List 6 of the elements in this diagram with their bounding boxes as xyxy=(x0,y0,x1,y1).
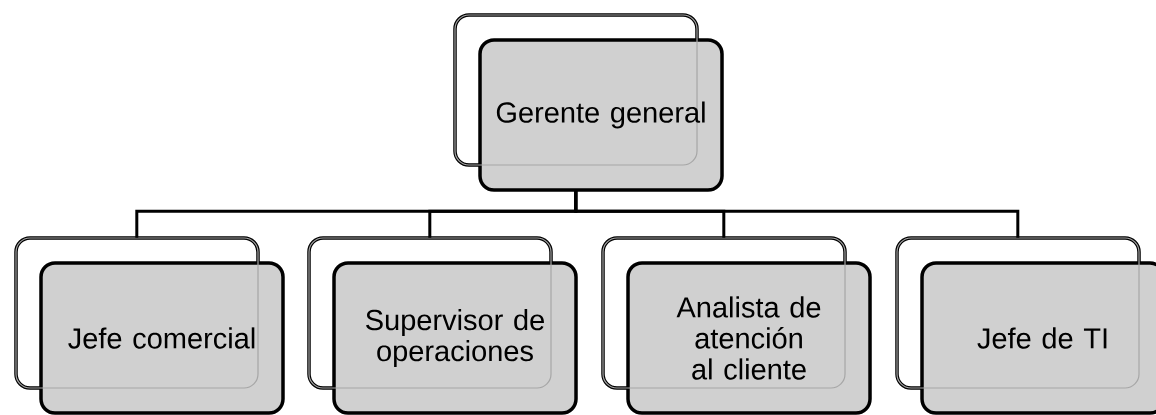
connector-line xyxy=(574,190,1020,238)
org-box: Gerente general xyxy=(453,13,724,192)
org-box: Analista de atención al cliente xyxy=(601,236,872,415)
org-box: Jefe de TI xyxy=(895,236,1156,415)
org-box: Jefe comercial xyxy=(14,236,285,415)
org-box: Supervisor de operaciones xyxy=(307,236,578,415)
